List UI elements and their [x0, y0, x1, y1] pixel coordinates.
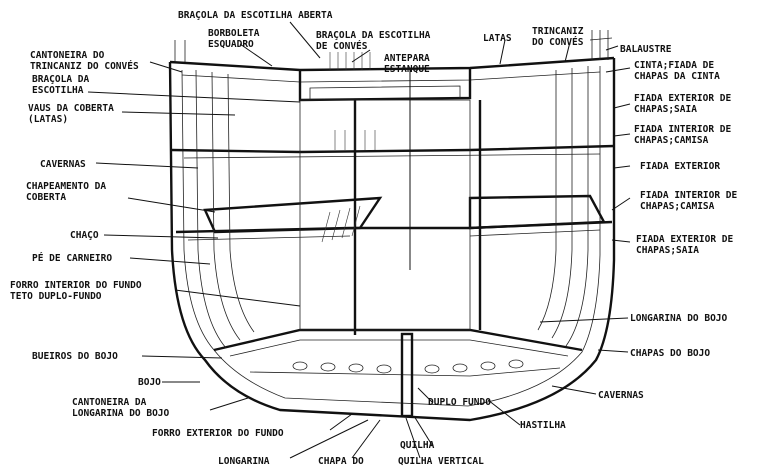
label-latas: LATAS: [483, 33, 512, 44]
inner-shell-line: [181, 66, 601, 407]
label-chaco: CHAÇO: [70, 230, 99, 241]
label-duplo-fundo: DUPLO FUNDO: [428, 397, 491, 408]
double-bottom-floor: [249, 367, 561, 377]
label-quilha: QUILHA: [400, 440, 435, 451]
label-bueiros-bojo: BUEIROS DO BOJO: [32, 351, 118, 362]
railing: [174, 30, 613, 62]
tween-deck: [171, 144, 615, 154]
hatch-coaming-upper: [298, 68, 472, 102]
label-cavernas-left: CAVERNAS: [40, 159, 86, 170]
frames: [195, 66, 589, 349]
leader-lines: [87, 21, 631, 459]
hull-drawing: [168, 30, 616, 422]
outer-hull-shell: [168, 58, 616, 422]
hatch-cover-right: [468, 194, 606, 230]
deck-beam-hatching: [321, 52, 376, 243]
label-longarina: LONGARINA: [218, 456, 270, 467]
label-longarina-bojo-right: LONGARINA DO BOJO: [630, 313, 728, 324]
label-quilha-vertical: QUILHA VERTICAL: [398, 456, 484, 467]
label-cavernas-right: CAVERNAS: [598, 390, 644, 401]
label-pe-carneiro: PÉ DE CARNEIRO: [32, 252, 112, 264]
label-chapa-do: CHAPA DO: [318, 456, 364, 467]
label-forro-exterior-fundo: FORRO EXTERIOR DO FUNDO: [152, 428, 284, 439]
label-vaus-coberta: VAUS DA COBERTA(LATAS): [28, 103, 114, 125]
label-balaustre: BALAUSTRE: [620, 44, 672, 55]
watertight-bulkhead: [299, 99, 471, 331]
label-chapas-bojo: CHAPAS DO BOJO: [630, 348, 710, 359]
vertical-keel: [400, 332, 414, 418]
main-deck: [169, 56, 615, 72]
label-fiada-exterior: FIADA EXTERIOR: [640, 161, 720, 172]
open-hatch-plate: [203, 196, 383, 234]
label-bojo: BOJO: [138, 377, 161, 388]
label-hastilha: HASTILHA: [520, 420, 566, 431]
lightening-holes: [292, 359, 524, 374]
label-bracola-escotilha-aberta: BRAÇOLA DA ESCOTILHA ABERTA: [178, 10, 333, 21]
